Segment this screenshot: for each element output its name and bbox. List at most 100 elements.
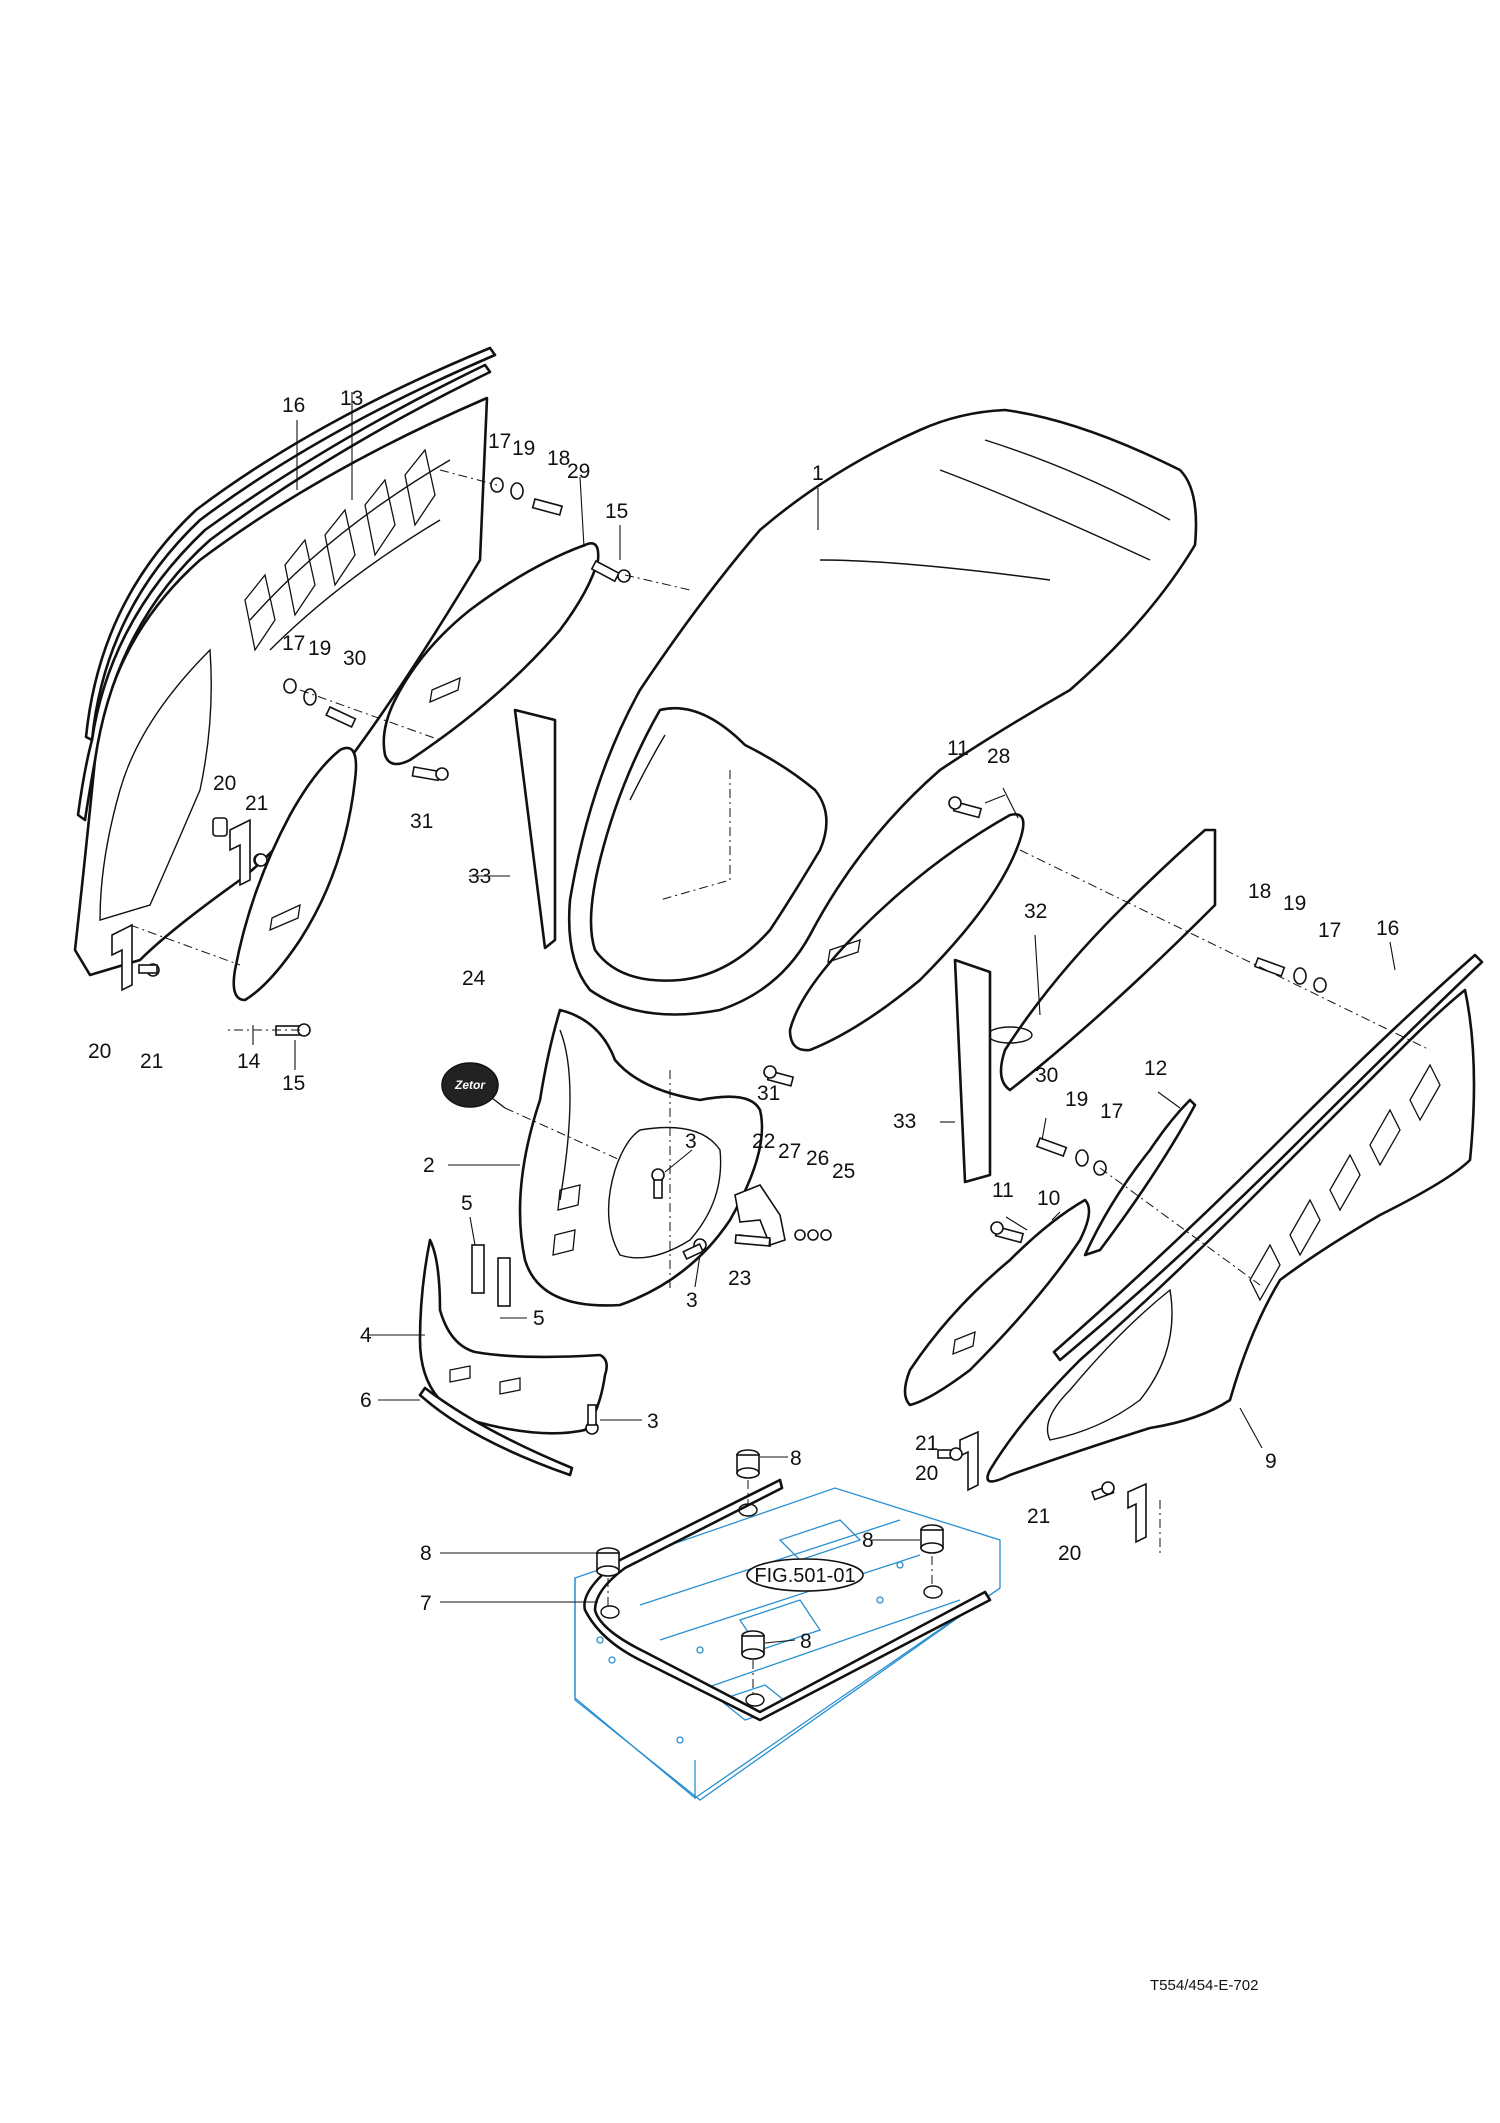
emblem-24: Zetor xyxy=(441,1062,621,1161)
callout-23: 23 xyxy=(728,1267,751,1290)
callout-29: 29 xyxy=(567,460,590,483)
callout-16b: 16 xyxy=(1376,917,1399,940)
callout-21a: 21 xyxy=(245,792,268,815)
callout-24: 24 xyxy=(462,967,486,990)
rear-panel-28 xyxy=(788,813,1025,1052)
callout-20d: 20 xyxy=(1058,1542,1081,1565)
rubber-mount-a xyxy=(736,1449,760,1517)
fig-reference-bubble: FIG.501-01 xyxy=(746,1558,864,1592)
panel-12 xyxy=(1083,1098,1197,1257)
callout-33b: 33 xyxy=(893,1110,916,1133)
callout-21d: 21 xyxy=(1027,1505,1050,1528)
callout-7: 7 xyxy=(420,1592,432,1615)
callout-31b: 31 xyxy=(757,1082,780,1105)
callout-25: 25 xyxy=(832,1160,855,1183)
callout-19d: 19 xyxy=(1065,1088,1088,1111)
washer-17b xyxy=(283,678,297,694)
callout-14: 14 xyxy=(237,1050,261,1073)
fasteners xyxy=(129,469,1431,1555)
callout-18a: 18 xyxy=(547,447,570,470)
callout-19c: 19 xyxy=(1283,892,1306,915)
screw-21b xyxy=(138,964,158,974)
callout-32: 32 xyxy=(1024,900,1047,923)
rear-panel-29 xyxy=(382,542,600,766)
screw-3b xyxy=(682,1238,707,1261)
callout-5b: 5 xyxy=(533,1307,545,1330)
callout-17c: 17 xyxy=(1318,919,1341,942)
callout-labels: 1 2 3 3 3 4 5 5 6 7 8 8 8 8 9 10 11 11 1… xyxy=(88,387,1399,1653)
callout-30a: 30 xyxy=(343,647,366,670)
callout-19b: 19 xyxy=(308,637,331,660)
reference-frame-fig501 xyxy=(574,1487,1001,1801)
wedge-33-right xyxy=(953,958,992,1184)
washer-19b xyxy=(303,688,317,706)
callout-9: 9 xyxy=(1265,1450,1277,1473)
rubber-mount-d xyxy=(741,1630,765,1707)
seal-strip-7 xyxy=(583,1478,992,1722)
callout-28: 28 xyxy=(987,745,1010,768)
seal-strip-16-right xyxy=(1052,953,1484,1362)
callout-16a: 16 xyxy=(282,394,305,417)
callout-17b: 17 xyxy=(282,632,305,655)
spacer-5a xyxy=(471,1244,485,1294)
rubber-mount-b xyxy=(596,1547,620,1619)
leader-lines xyxy=(252,392,1396,1644)
rubber-mounts-8 xyxy=(596,1449,944,1707)
callout-26: 26 xyxy=(806,1147,829,1170)
bolt-18b xyxy=(1253,956,1286,978)
screw-21a xyxy=(254,853,268,867)
bracket-22 xyxy=(734,1184,832,1247)
callout-15a: 15 xyxy=(605,500,628,523)
washer-19d xyxy=(1075,1149,1089,1167)
bolt-31b xyxy=(763,1065,795,1087)
callout-5a: 5 xyxy=(461,1192,473,1215)
callout-1: 1 xyxy=(812,462,824,485)
fig-reference-label: FIG.501-01 xyxy=(754,1565,855,1587)
washer-17c xyxy=(1313,977,1327,993)
screw-3a xyxy=(651,1168,665,1199)
callout-13: 13 xyxy=(340,387,363,410)
callout-3c: 3 xyxy=(647,1410,659,1433)
callout-20b: 20 xyxy=(88,1040,111,1063)
bolt-23 xyxy=(734,1234,771,1247)
screw-21c xyxy=(937,1447,963,1461)
bolt-31a xyxy=(411,766,449,782)
drawing-code: T554/454-E-702 xyxy=(1150,1977,1258,1994)
callout-2: 2 xyxy=(423,1154,435,1177)
callout-8d: 8 xyxy=(800,1630,812,1653)
bolt-11b xyxy=(990,1221,1025,1244)
washer-19a xyxy=(510,482,524,500)
callout-6: 6 xyxy=(360,1389,372,1412)
seal-strip-16-left xyxy=(84,346,497,742)
bolt-15a xyxy=(590,559,631,583)
callout-3b: 3 xyxy=(686,1289,698,1312)
panel-10 xyxy=(903,1198,1091,1407)
emblem-text: Zetor xyxy=(454,1078,486,1092)
trim-strip-6 xyxy=(418,1386,574,1477)
callout-21c: 21 xyxy=(915,1432,938,1455)
callout-11b: 11 xyxy=(992,1179,1014,1202)
callout-8a: 8 xyxy=(790,1447,802,1470)
side-panel-14 xyxy=(232,746,358,1002)
screw-21d xyxy=(1090,1481,1115,1501)
callout-20a: 20 xyxy=(213,772,236,795)
left-panel-louvres xyxy=(244,448,436,652)
callout-4: 4 xyxy=(360,1324,372,1347)
callout-3a: 3 xyxy=(685,1130,697,1153)
washer-19c xyxy=(1293,967,1307,985)
callout-20c: 20 xyxy=(915,1462,938,1485)
callout-22: 22 xyxy=(752,1130,775,1153)
callout-19a: 19 xyxy=(512,437,535,460)
side-panel-right-9 xyxy=(986,953,1484,1483)
callout-15b: 15 xyxy=(282,1072,305,1095)
callout-30b: 30 xyxy=(1035,1064,1058,1087)
right-panel-louvres xyxy=(1249,1063,1441,1302)
lower-grille-4 xyxy=(418,1238,608,1435)
callout-12: 12 xyxy=(1144,1057,1167,1080)
callout-10: 10 xyxy=(1037,1187,1060,1210)
callout-33a: 33 xyxy=(468,865,491,888)
callout-17d: 17 xyxy=(1100,1100,1123,1123)
front-grille-2 xyxy=(518,1008,764,1307)
screw-3c xyxy=(585,1404,599,1435)
